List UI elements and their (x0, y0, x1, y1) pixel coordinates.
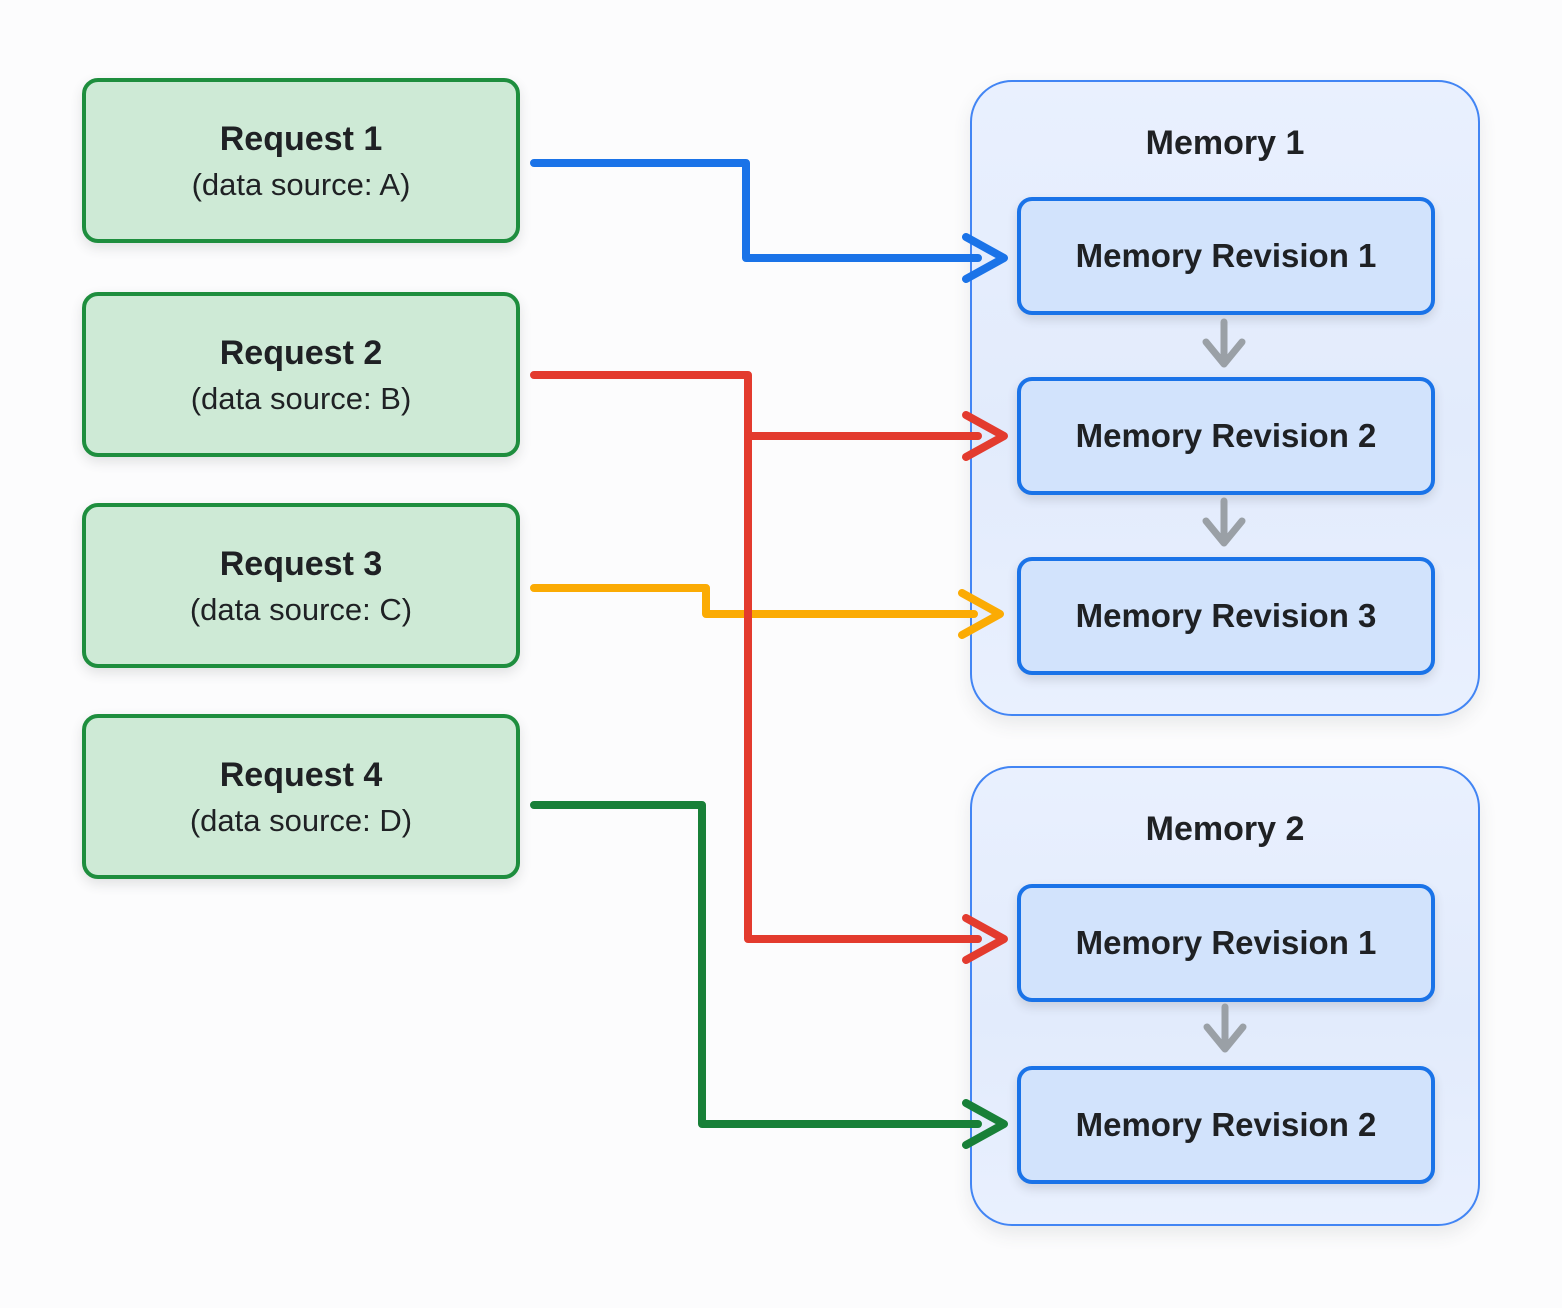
memory-1-title: Memory 1 (1145, 124, 1305, 162)
request-2-subtitle: (data source: B) (190, 380, 412, 416)
arrow-request2-branches (530, 371, 1008, 964)
memory-2-title: Memory 2 (1145, 810, 1305, 848)
memory-1-container: Memory 1 Memory Revision 1 Memory Revisi… (970, 80, 1480, 716)
arrow-request1-to-mem1rev1 (530, 159, 1008, 283)
memory-2-revision-1: Memory Revision 1 (1017, 884, 1435, 1002)
memory-1-revision-3: Memory Revision 3 (1017, 557, 1435, 675)
arrow-line (530, 159, 982, 262)
request-4-subtitle: (data source: D) (189, 802, 413, 838)
memory-1-revision-1: Memory Revision 1 (1017, 197, 1435, 315)
arrow-line (530, 584, 978, 618)
request-2-title: Request 2 (219, 333, 383, 372)
request-1-subtitle: (data source: A) (191, 166, 411, 202)
arrow-line (530, 371, 982, 943)
arrow-request3-to-mem1rev3 (530, 584, 1004, 639)
memory-1-revision-2: Memory Revision 2 (1017, 377, 1435, 495)
request-3-subtitle: (data source: C) (189, 591, 413, 627)
request-3-title: Request 3 (219, 544, 383, 583)
request-1-title: Request 1 (219, 119, 383, 158)
request-4-box: Request 4 (data source: D) (82, 714, 520, 879)
memory-2-revision-2: Memory Revision 2 (1017, 1066, 1435, 1184)
memory-2-container: Memory 2 Memory Revision 1 Memory Revisi… (970, 766, 1480, 1226)
request-4-title: Request 4 (219, 755, 383, 794)
request-2-box: Request 2 (data source: B) (82, 292, 520, 457)
arrow-line (530, 801, 982, 1128)
request-1-box: Request 1 (data source: A) (82, 78, 520, 243)
arrow-request4-to-mem2rev2 (530, 801, 1008, 1149)
request-3-box: Request 3 (data source: C) (82, 503, 520, 668)
